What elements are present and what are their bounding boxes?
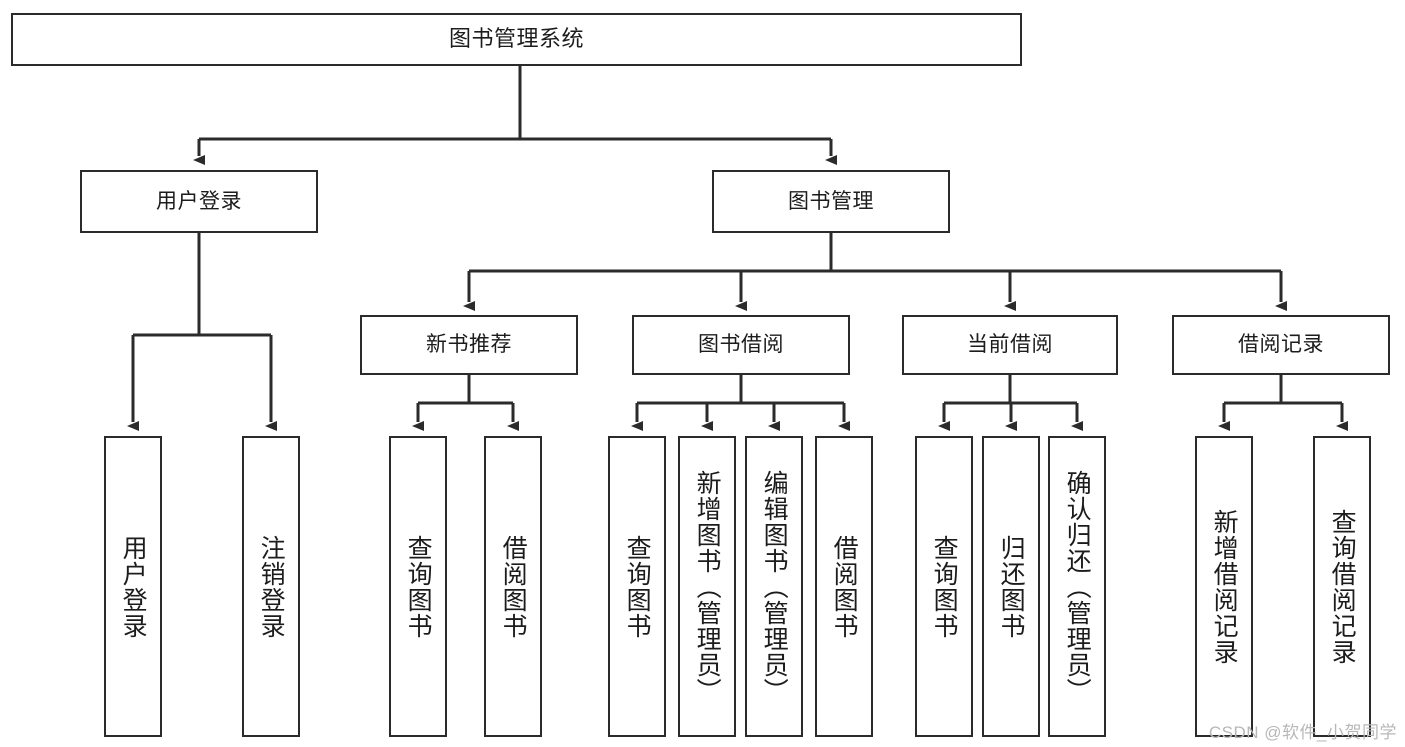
leaf-borrow-edit-book-admin[interactable]: 编辑图书（管理员） — [745, 436, 803, 737]
leaf-current-return-book[interactable]: 归还图书 — [982, 436, 1040, 737]
leaf-borrow-edit-book-admin-label: 编辑图书（管理员） — [760, 469, 789, 704]
node-book-borrow[interactable]: 图书借阅 — [632, 315, 850, 375]
leaf-borrow-borrow-book-label: 借阅图书 — [830, 534, 859, 639]
leaf-current-return-book-label: 归还图书 — [997, 534, 1026, 639]
leaf-borrow-add-book-admin[interactable]: 新增图书（管理员） — [678, 436, 736, 737]
node-user-login[interactable]: 用户登录 — [80, 170, 318, 233]
node-user-login-label: 用户登录 — [156, 189, 242, 213]
leaf-newbook-borrow-book-label: 借阅图书 — [499, 534, 528, 639]
leaf-newbook-query-book[interactable]: 查询图书 — [389, 436, 447, 737]
leaf-records-query-record[interactable]: 查询借阅记录 — [1313, 436, 1371, 737]
node-book-management-label: 图书管理 — [788, 189, 874, 213]
leaf-current-confirm-return-admin[interactable]: 确认归还（管理员） — [1048, 436, 1106, 737]
leaf-newbook-borrow-book[interactable]: 借阅图书 — [484, 436, 542, 737]
leaf-borrow-query-book[interactable]: 查询图书 — [608, 436, 666, 737]
node-new-book-recommend[interactable]: 新书推荐 — [360, 315, 578, 375]
leaf-borrow-add-book-admin-label: 新增图书（管理员） — [693, 469, 722, 704]
node-root[interactable]: 图书管理系统 — [11, 13, 1022, 66]
node-new-book-recommend-label: 新书推荐 — [426, 333, 512, 357]
leaf-records-add-record[interactable]: 新增借阅记录 — [1195, 436, 1253, 737]
leaf-current-query-book[interactable]: 查询图书 — [915, 436, 973, 737]
leaf-logout[interactable]: 注销登录 — [242, 436, 300, 737]
node-book-management[interactable]: 图书管理 — [712, 170, 950, 233]
node-borrow-records-label: 借阅记录 — [1238, 333, 1324, 357]
node-current-borrow[interactable]: 当前借阅 — [902, 315, 1118, 375]
leaf-records-add-record-label: 新增借阅记录 — [1210, 508, 1239, 665]
leaf-user-login-label: 用户登录 — [119, 534, 148, 639]
leaf-user-login[interactable]: 用户登录 — [104, 436, 162, 737]
node-current-borrow-label: 当前借阅 — [967, 333, 1053, 357]
leaf-current-query-book-label: 查询图书 — [930, 534, 959, 639]
leaf-current-confirm-return-admin-label: 确认归还（管理员） — [1063, 469, 1092, 704]
leaf-logout-label: 注销登录 — [257, 534, 286, 639]
leaf-records-query-record-label: 查询借阅记录 — [1328, 508, 1357, 665]
node-book-borrow-label: 图书借阅 — [698, 333, 784, 357]
leaf-borrow-query-book-label: 查询图书 — [623, 534, 652, 639]
node-borrow-records[interactable]: 借阅记录 — [1172, 315, 1390, 375]
leaf-borrow-borrow-book[interactable]: 借阅图书 — [815, 436, 873, 737]
leaf-newbook-query-book-label: 查询图书 — [404, 534, 433, 639]
watermark: CSDN @软件_小贺同学 — [1208, 723, 1397, 742]
node-root-label: 图书管理系统 — [448, 26, 584, 52]
